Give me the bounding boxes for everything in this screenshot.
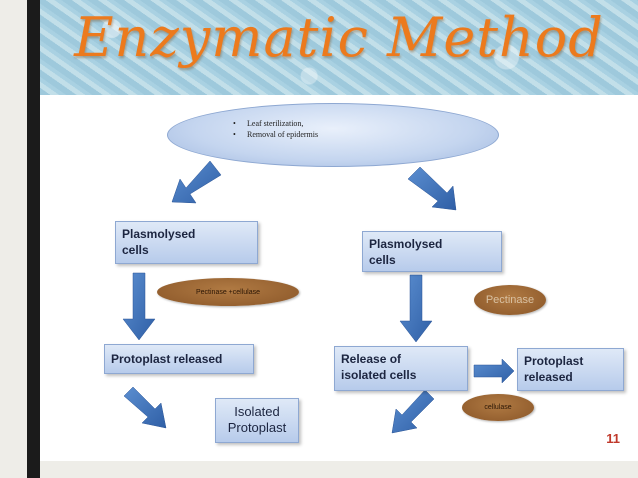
- arrow-right-horizontal: [473, 358, 515, 384]
- arrow-left-down-1: [122, 272, 156, 341]
- enzyme-label: Pectinase +cellulase: [195, 288, 260, 296]
- slide-title: Enzymatic Method: [74, 6, 604, 69]
- enzyme-label: Pectinase: [485, 294, 535, 306]
- box-line: Plasmolysed: [122, 227, 196, 241]
- arrow-to-right-plasmolysed: [407, 166, 457, 211]
- isolated-protoplast-box: Isolated Protoplast: [215, 398, 299, 443]
- arrow-right-down-left: [391, 389, 435, 434]
- left-enzyme-oval: Pectinase +cellulase: [157, 278, 299, 306]
- start-ellipse: Leaf sterilization, Removal of epidermis: [167, 103, 499, 167]
- box-line: Protoplast: [524, 354, 584, 368]
- box-line: Protoplast released: [111, 352, 223, 366]
- slide-number: 11: [606, 431, 620, 446]
- slide: Enzymatic Method: [40, 0, 638, 461]
- right-enzyme-oval-pectinase: Pectinase: [474, 285, 546, 315]
- box-line: isolated cells: [341, 368, 417, 382]
- arrow-left-to-result: [123, 386, 167, 429]
- left-plasmolysed-cells-box: Plasmolysed cells: [115, 221, 258, 264]
- arrow-to-left-plasmolysed: [171, 160, 222, 204]
- box-line: Protoplast: [227, 420, 287, 435]
- step-removal-epidermis: Removal of epidermis: [233, 129, 318, 140]
- step-leaf-sterilization: Leaf sterilization,: [233, 118, 318, 129]
- title-banner: Enzymatic Method: [40, 0, 638, 95]
- arrow-right-down-1: [399, 274, 433, 343]
- right-plasmolysed-cells-box: Plasmolysed cells: [362, 231, 502, 272]
- box-line: cells: [122, 243, 149, 257]
- box-line: Isolated: [234, 404, 280, 419]
- left-sidebar-strip: [27, 0, 40, 478]
- release-isolated-cells-box: Release of isolated cells: [334, 346, 468, 391]
- right-enzyme-oval-cellulase: cellulase: [462, 394, 534, 421]
- left-protoplast-released-box: Protoplast released: [104, 344, 254, 374]
- enzyme-label: cellulase: [484, 404, 512, 411]
- right-protoplast-released-box: Protoplast released: [517, 348, 624, 391]
- flow-diagram: Leaf sterilization, Removal of epidermis…: [40, 95, 638, 461]
- box-line: Release of: [341, 352, 402, 366]
- start-steps-list: Leaf sterilization, Removal of epidermis: [233, 118, 318, 140]
- box-line: Plasmolysed: [369, 237, 443, 251]
- arrow-layer: [122, 160, 515, 434]
- box-line: cells: [369, 253, 396, 267]
- box-line: released: [524, 370, 573, 384]
